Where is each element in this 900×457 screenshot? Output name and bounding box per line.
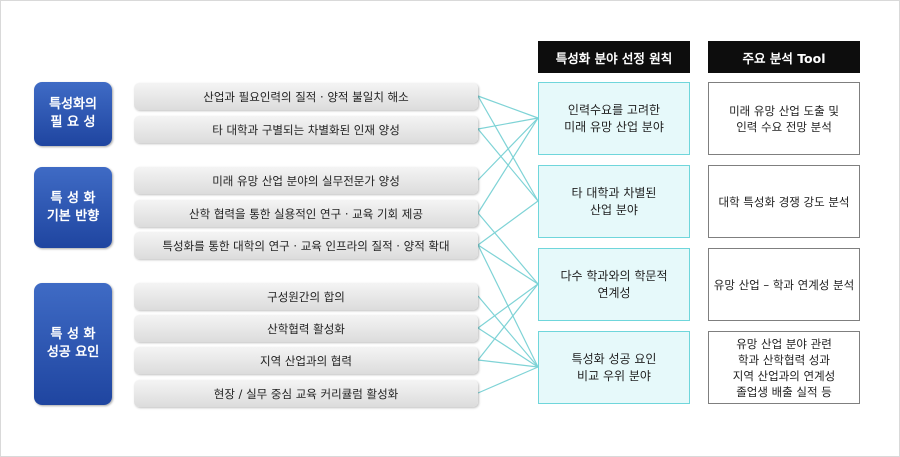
header-selection-criteria: 특성화 분야 선정 원칙 <box>538 41 690 73</box>
item-infrastructure-expansion: 특성화를 통한 대학의 연구 · 교육 인프라의 질적 · 양적 확대 <box>134 232 478 259</box>
tool-competition-analysis: 대학 특성화 경쟁 강도 분석 <box>708 165 860 238</box>
item-mismatch-resolution: 산업과 필요인력의 질적 · 양적 불일치 해소 <box>134 83 478 110</box>
item-member-consensus: 구성원간의 합의 <box>134 283 478 310</box>
header-analysis-tools: 주요 분석 Tool <box>708 41 860 73</box>
item-field-curriculum: 현장 / 실무 중심 교육 커리큘럼 활성화 <box>134 380 478 407</box>
criteria-future-industry: 인력수요를 고려한 미래 유망 산업 분야 <box>538 82 690 155</box>
item-practical-experts: 미래 유망 산업 분야의 실무전문가 양성 <box>134 167 478 194</box>
category-necessity: 특성화의 필 요 성 <box>34 82 112 146</box>
criteria-comparative-advantage: 특성화 성공 요인 비교 우위 분야 <box>538 331 690 404</box>
tool-linkage-analysis: 유망 산업 – 학과 연계성 분석 <box>708 248 860 321</box>
item-differentiated-talent: 타 대학과 구별되는 차별화된 인재 양성 <box>134 116 478 143</box>
category-success-factors: 특 성 화 성공 요인 <box>34 283 112 405</box>
item-industry-academia-activation: 산학협력 활성화 <box>134 315 478 342</box>
tool-performance-metrics: 유망 산업 분야 관련 학과 산학협력 성과 지역 산업과의 연계성 졸업생 배… <box>708 331 860 404</box>
tool-demand-forecast: 미래 유망 산업 도출 및 인력 수요 전망 분석 <box>708 82 860 155</box>
item-regional-cooperation: 지역 산업과의 협력 <box>134 347 478 374</box>
criteria-academic-linkage: 다수 학과와의 학문적 연계성 <box>538 248 690 321</box>
criteria-differentiated-field: 타 대학과 차별된 산업 분야 <box>538 165 690 238</box>
item-industry-academia-research: 산학 협력을 통한 실용적인 연구 · 교육 기회 제공 <box>134 200 478 227</box>
category-basic-direction: 특 성 화 기본 반향 <box>34 167 112 248</box>
